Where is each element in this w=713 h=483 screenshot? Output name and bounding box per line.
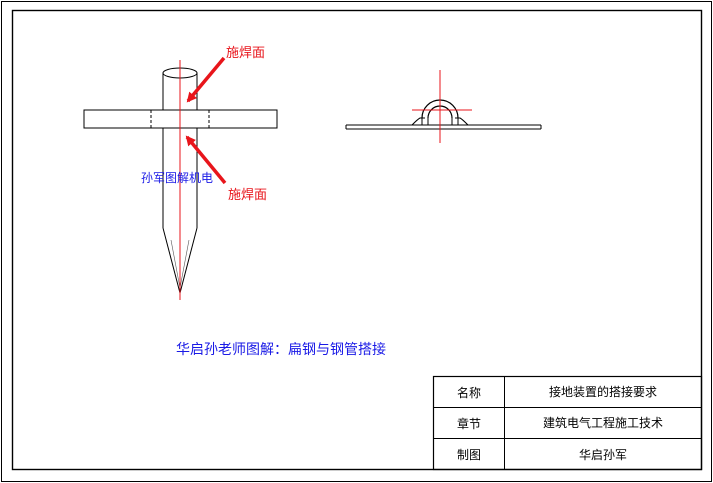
title-block-value-name: 接地装置的搭接要求	[549, 384, 657, 399]
weld-face-label-top: 施焊面	[226, 45, 265, 61]
title-block-value-drafter: 华启孙军	[579, 448, 627, 462]
weld-arrow-bottom	[185, 135, 227, 185]
weld-arrow-top	[186, 56, 226, 103]
diagram-caption: 华启孙老师图解：扁钢与钢管搭接	[176, 341, 386, 358]
title-block-value-chapter: 建筑电气工程施工技术	[543, 415, 663, 430]
inner-border	[11, 9, 703, 471]
title-block-key-drafter: 制图	[457, 448, 481, 462]
weld-face-label-bottom: 施焊面	[228, 187, 267, 203]
pipe-section-view	[345, 99, 542, 130]
title-block: 名称 接地装置的搭接要求 章节 建筑电气工程施工技术 制图 华启孙军	[432, 375, 703, 471]
title-block-key-chapter: 章节	[457, 416, 481, 431]
watermark-text: 孙军图解机电	[141, 171, 213, 185]
title-block-key-name: 名称	[457, 385, 481, 400]
